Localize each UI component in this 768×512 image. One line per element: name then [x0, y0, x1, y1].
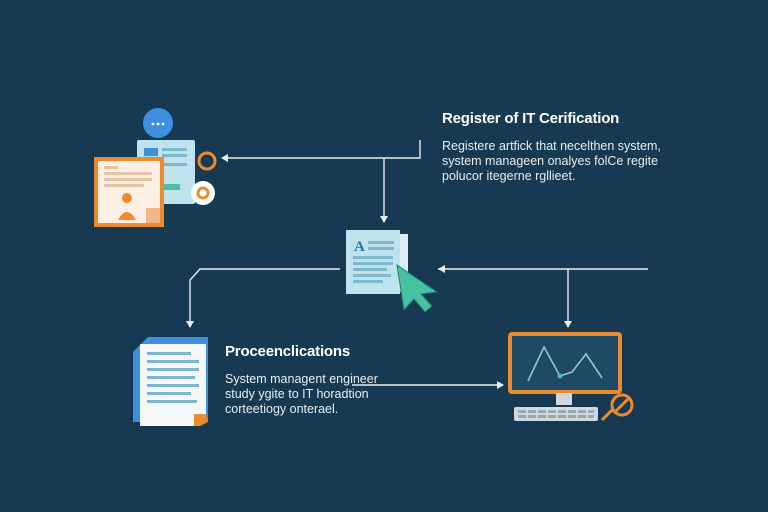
top-description-block: Register of IT Cerification Registere ar…	[442, 110, 692, 184]
bottom-title: Proceenclications	[225, 343, 350, 360]
top-description-line: Registere artfick that necelthen system,	[442, 139, 661, 153]
top-description-line: polucor itegerne rgllieet.	[442, 169, 576, 183]
connectors	[186, 140, 648, 389]
connector-left-branch	[186, 268, 340, 328]
bottom-description-line: study ygite to IT horadtion	[225, 387, 369, 401]
svg-text:A: A	[354, 239, 365, 255]
computer-chart-icon	[508, 332, 634, 422]
bottom-description-block: Proceenclications System managent engine…	[225, 343, 425, 417]
bottom-description: System managent engineer study ygite to …	[225, 372, 425, 417]
top-description-line: system manageen onalyes folCe regite	[442, 154, 659, 168]
certificate-profile-icon	[94, 108, 217, 227]
document-cursor-icon: A	[346, 230, 439, 313]
top-description: Registere artfick that necelthen system,…	[442, 139, 692, 184]
bottom-description-line: System managent engineer	[225, 372, 378, 386]
connector-top-to-certificate	[221, 140, 421, 162]
top-title: Register of IT Cerification	[442, 110, 620, 127]
bottom-description-line: corteetiogy onterael.	[225, 402, 339, 416]
document-list-icon	[133, 337, 208, 426]
